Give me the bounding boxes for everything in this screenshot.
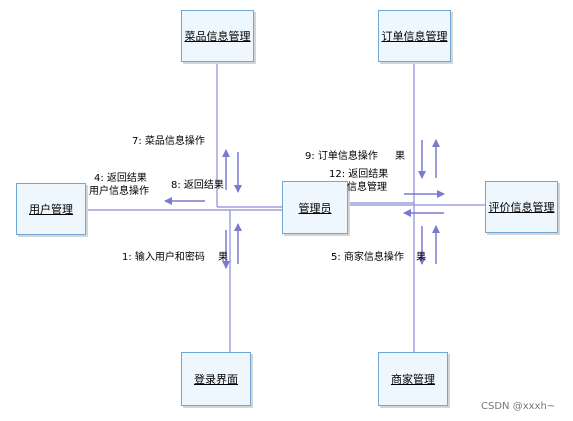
node-dish-info-management: 菜品信息管理 (181, 10, 254, 62)
node-user-management: 用户管理 (16, 183, 86, 235)
node-order-info-management: 订单信息管理 (378, 10, 451, 62)
label-merchant-operation-tail: 果 (416, 252, 426, 263)
label-info-management: 信息管理 (347, 182, 387, 193)
node-merchant-management: 商家管理 (378, 352, 448, 406)
node-review-info-management: 评价信息管理 (485, 181, 558, 233)
node-administrator: 管理员 (282, 181, 348, 234)
label-return-12: 12: 返回结果 (329, 169, 389, 180)
label-merchant-operation: 5: 商家信息操作 (331, 252, 404, 263)
label-dish-operation: 7: 菜品信息操作 (132, 136, 205, 147)
label-return-8: 8: 返回结果 (171, 180, 224, 191)
label-order-operation-tail: 果 (395, 151, 405, 162)
watermark: CSDN @xxxh~ (481, 401, 556, 412)
label-input-user-password-tail: 果 (218, 252, 228, 263)
label-order-operation: 9: 订单信息操作 (305, 151, 378, 162)
label-input-user-password: 1: 输入用户和密码 (122, 252, 205, 263)
label-user-operation: 用户信息操作 (89, 186, 149, 197)
node-login-screen: 登录界面 (181, 352, 251, 406)
label-return-4: 4: 返回结果 (94, 173, 147, 184)
